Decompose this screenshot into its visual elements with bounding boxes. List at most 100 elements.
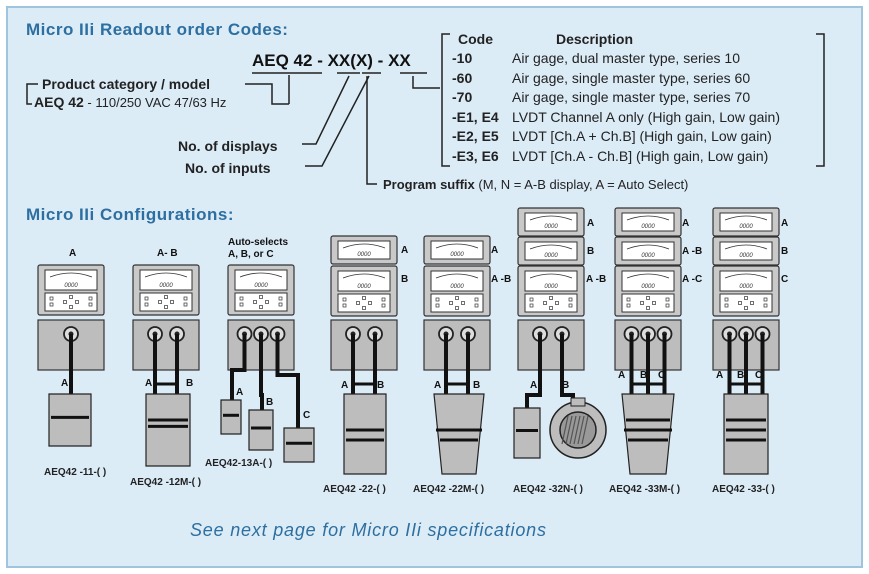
meter-readout: 0000: [739, 253, 753, 259]
meter-readout: 0000: [739, 224, 753, 230]
meter-arc: [626, 244, 670, 250]
meter-readout: 0000: [641, 253, 655, 259]
cfg-side-label: B: [781, 246, 789, 257]
keypad-button: [259, 295, 263, 299]
control-panel: [139, 292, 193, 312]
probe-label: A: [61, 378, 69, 389]
keypad-button: [265, 300, 269, 304]
keypad-button: [239, 302, 244, 307]
probe: [621, 393, 675, 475]
keypad-button: [381, 297, 386, 302]
code-cell: -E2, E5: [452, 128, 499, 144]
keypad-button: [568, 297, 573, 302]
code-row: -60 Air gage, single master type, series …: [452, 70, 750, 86]
meter-arc: [529, 244, 573, 250]
keypad-button: [461, 301, 465, 305]
keypad-button: [555, 301, 559, 305]
probe-label: A: [145, 378, 153, 389]
keypad-button: [356, 301, 360, 305]
cable: [230, 334, 247, 400]
meter-face: [430, 270, 484, 292]
probe: [343, 393, 387, 475]
probe-label: B: [186, 378, 194, 389]
keypad-button: [183, 302, 188, 307]
meter-face: [337, 270, 391, 292]
footer-note: See next page for Micro IIi specificatio…: [190, 520, 547, 540]
cfg-side-label: B: [401, 274, 409, 285]
meter-readout: 0000: [64, 283, 78, 289]
base-unit: [423, 319, 491, 371]
probe-label: B: [737, 370, 745, 381]
cfg-side-label: A: [587, 218, 595, 229]
meter-arc: [724, 244, 768, 250]
meter-readout: 0000: [641, 284, 655, 290]
keypad-button: [164, 295, 168, 299]
code-cell: -E3, E6: [452, 148, 499, 164]
meter-readout: 0000: [641, 224, 655, 230]
probe-label: A: [236, 387, 244, 398]
control-panel: [234, 292, 288, 312]
keypad-button: [158, 300, 162, 304]
keypad-button: [278, 296, 283, 301]
hatch-line: [569, 415, 577, 445]
probe-label: A: [618, 370, 626, 381]
meter-readout: 0000: [544, 253, 558, 259]
control-panel: [430, 293, 484, 313]
keypad-button: [750, 301, 754, 305]
cfg-name: AEQ42-13A-( ): [205, 458, 273, 469]
keypad-button: [724, 303, 729, 308]
cfg-side-label: A: [491, 245, 499, 256]
code-cell: -60: [452, 70, 473, 86]
keypad-button: [253, 300, 257, 304]
keypad-button: [88, 302, 93, 307]
probe-label: B: [377, 380, 385, 391]
probe-label: B: [640, 370, 648, 381]
keypad-button: [724, 297, 729, 302]
meter-readout: 0000: [450, 252, 464, 258]
keypad-button: [568, 303, 573, 308]
cfg-name: AEQ42 -12M-( ): [130, 477, 202, 488]
cfg-side-label: C: [781, 274, 789, 285]
code-prefix: AEQ 42: [252, 51, 313, 70]
keypad-button: [640, 301, 644, 305]
keypad-button: [474, 303, 479, 308]
cfg-name: AEQ42 -22-( ): [323, 484, 386, 495]
cfg-top-label: Auto-selects: [228, 237, 289, 248]
product-spec: - 110/250 VAC 47/63 Hz: [83, 95, 227, 110]
keypad-button: [239, 296, 244, 301]
cfg-side-label: A -C: [682, 274, 703, 285]
cfg-name: AEQ42 -11-( ): [44, 467, 107, 478]
keypad-button: [278, 302, 283, 307]
meter-arc: [144, 272, 188, 278]
desc-cell: Air gage, single master type, series 60: [512, 70, 751, 86]
keypad-button: [164, 305, 168, 309]
control-panel: [44, 292, 98, 312]
probe: [283, 427, 315, 463]
keypad-button: [665, 303, 670, 308]
gear-key: [570, 397, 586, 407]
desc-cell: LVDT [Ch.A + Ch.B] (High gain, Low gain): [512, 128, 772, 144]
control-panel: [621, 293, 675, 313]
code-displays: XX: [327, 51, 351, 70]
cfg-side-label: A: [682, 218, 690, 229]
keypad-button: [362, 296, 366, 300]
keypad-button: [549, 296, 553, 300]
keypad-button: [665, 297, 670, 302]
keypad-button: [763, 303, 768, 308]
meter-readout: 0000: [450, 284, 464, 290]
keypad-button: [455, 306, 459, 310]
keypad-button: [763, 297, 768, 302]
cfg-side-label: A -B: [491, 274, 512, 285]
meter-arc: [239, 272, 283, 278]
base-unit: [517, 319, 585, 371]
meter-readout: 0000: [254, 283, 268, 289]
code-cell: -70: [452, 89, 473, 105]
keypad-button: [170, 300, 174, 304]
program-suffix-desc: (M, N = A-B display, A = Auto Select): [474, 177, 689, 192]
order-code: AEQ 42 - XX(X) - XX: [252, 51, 411, 71]
